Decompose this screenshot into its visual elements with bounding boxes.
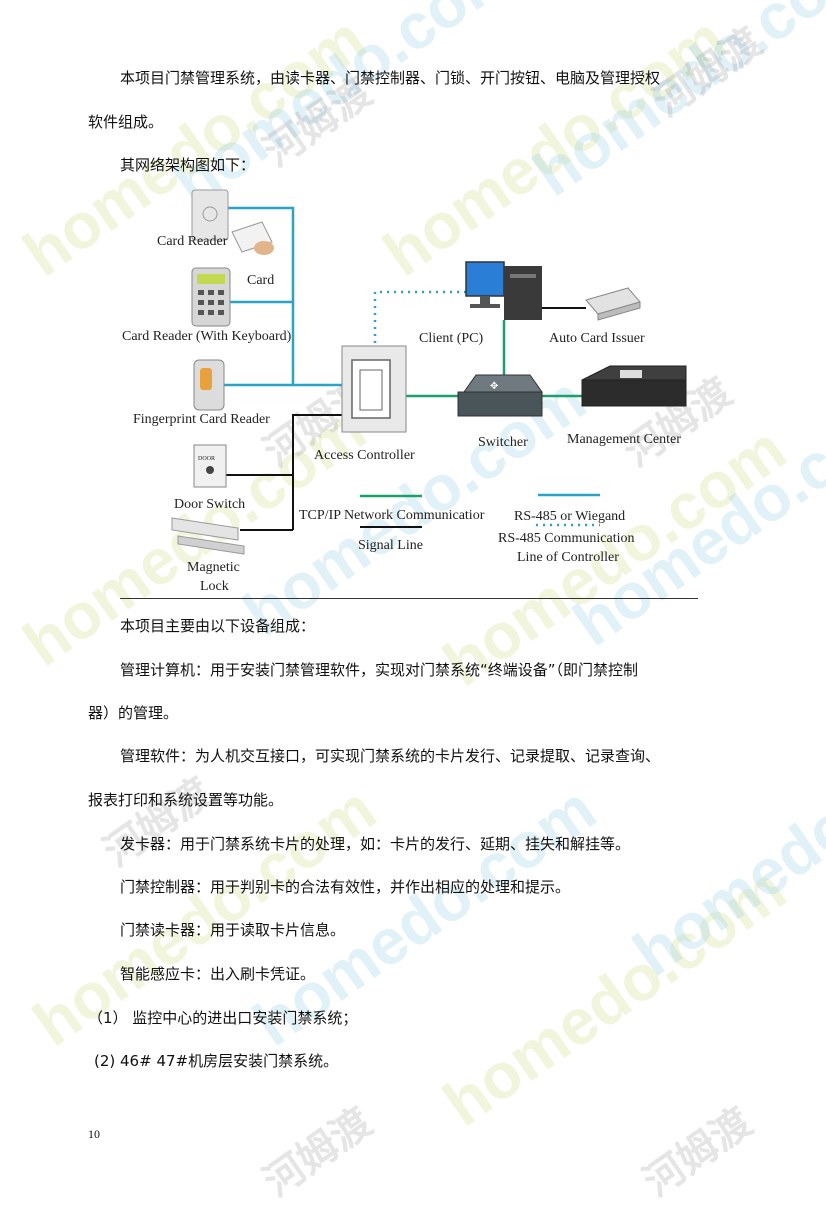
switcher-arrows-icon: ✥ — [490, 381, 498, 392]
legend-signal-line: Signal Line — [358, 538, 423, 553]
legend-rs485-controller-2: Line of Controller — [517, 550, 619, 565]
watermark-text: 河姆渡 — [636, 1100, 760, 1206]
legend-rs485-controller-1: RS-485 Communication — [498, 531, 635, 546]
label-client-pc: Client (PC) — [419, 331, 484, 346]
label-management-center: Management Center — [567, 432, 681, 447]
label-magnetic-lock-1: Magnetic — [187, 560, 240, 575]
door-switch-icon: DOOR — [193, 444, 227, 488]
watermark-text: homedo.com — [620, 702, 826, 990]
switcher-icon: ✥ — [457, 374, 543, 417]
list-item-1: （1） 监控中心的进出口安装门禁系统； — [88, 1009, 358, 1027]
watermark-text: 河姆渡 — [256, 1100, 380, 1206]
mgmt-sw-line-1: 管理软件：为人机交互接口，可实现门禁系统的卡片发行、记录提取、记录查询、 — [120, 747, 661, 765]
label-door-plate: DOOR — [198, 456, 215, 462]
rs485-controller-line — [373, 290, 466, 350]
rs485-wiegand-lines — [224, 206, 342, 387]
magnetic-lock-icon — [171, 517, 245, 555]
mgmt-pc-line-2: 器）的管理。 — [88, 704, 179, 722]
tcpip-lines — [406, 320, 582, 398]
card-icon — [231, 221, 274, 255]
client-pc-icon — [465, 261, 542, 320]
mgmt-pc-line-1: 管理计算机：用于安装门禁管理软件，实现对门禁系统“终端设备”（即门禁控制 — [120, 661, 639, 679]
label-card: Card — [247, 273, 274, 288]
devices-intro: 本项目主要由以下设备组成： — [120, 617, 316, 635]
network-diagram: Card Reader Card Card Reader (With Keybo… — [122, 189, 687, 594]
document-page: homedo.com homedo.com homedo.com homedo.… — [11, 0, 826, 1205]
watermark-text: 河姆渡 — [96, 770, 220, 876]
legend-tcpip: TCP/IP Network Communicatior — [299, 508, 485, 523]
legend-rs485-wiegand: RS-485 or Wiegand — [514, 509, 625, 524]
label-door-switch: Door Switch — [174, 497, 245, 512]
access-controller-icon — [341, 345, 407, 433]
label-auto-card-issuer: Auto Card Issuer — [549, 331, 645, 346]
label-access-controller: Access Controller — [314, 448, 415, 463]
signal-lines — [226, 414, 342, 531]
page-number: 10 — [88, 1127, 100, 1141]
reader-desc: 门禁读卡器：用于读取卡片信息。 — [120, 921, 346, 939]
issuer-desc: 发卡器：用于门禁系统卡片的处理，如：卡片的发行、延期、挂失和解挂等。 — [120, 835, 631, 853]
label-magnetic-lock-2: Lock — [200, 579, 229, 594]
figure-rule — [120, 598, 698, 599]
card-reader-icon — [191, 189, 229, 241]
intro-line-2: 软件组成。 — [88, 113, 164, 131]
fingerprint-reader-icon — [193, 359, 225, 411]
label-switcher: Switcher — [478, 435, 528, 450]
network-intro: 其网络架构图如下： — [120, 156, 256, 174]
label-card-reader: Card Reader — [157, 234, 228, 249]
controller-desc: 门禁控制器：用于判别卡的合法有效性，并作出相应的处理和提示。 — [120, 878, 571, 896]
keypad-reader-icon — [191, 267, 231, 327]
label-card-reader-keyboard: Card Reader (With Keyboard) — [122, 329, 292, 344]
diagram-legend: TCP/IP Network Communicatior Signal Line… — [299, 493, 635, 565]
intro-line-1: 本项目门禁管理系统，由读卡器、门禁控制器、门锁、开门按钮、电脑及管理授权 — [120, 69, 661, 87]
label-fingerprint-reader: Fingerprint Card Reader — [133, 412, 270, 427]
mgmt-sw-line-2: 报表打印和系统设置等功能。 — [88, 791, 284, 809]
management-center-icon — [581, 365, 687, 407]
list-item-2: (2) 46# 47#机房层安装门禁系统。 — [94, 1052, 339, 1070]
auto-card-issuer-icon — [585, 287, 641, 321]
card-desc: 智能感应卡：出入刷卡凭证。 — [120, 965, 316, 983]
